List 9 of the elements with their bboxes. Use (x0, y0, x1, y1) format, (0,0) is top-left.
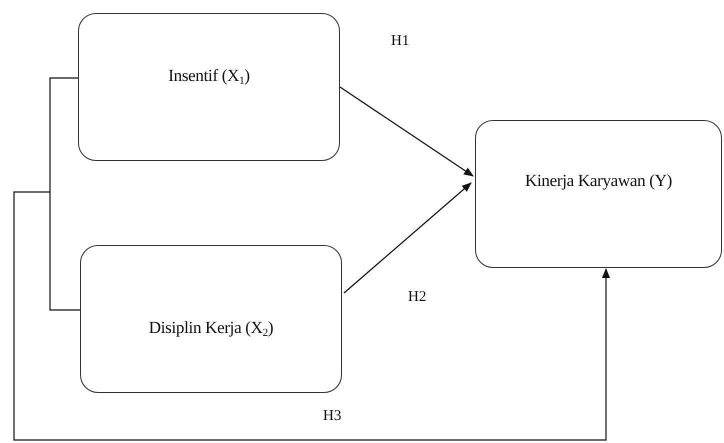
node-label: Kinerja Karyawan (Y) (525, 171, 672, 191)
rounded-box (475, 120, 722, 268)
rounded-box (80, 245, 342, 393)
arrow (13, 77, 610, 441)
arrow (344, 182, 472, 294)
arrow (340, 86, 474, 177)
node-label: Insentif (X$_{1}$) (168, 66, 250, 87)
rounded-box (78, 13, 340, 161)
node-label: Disiplin Kerja (X$_{2}$) (148, 318, 274, 339)
